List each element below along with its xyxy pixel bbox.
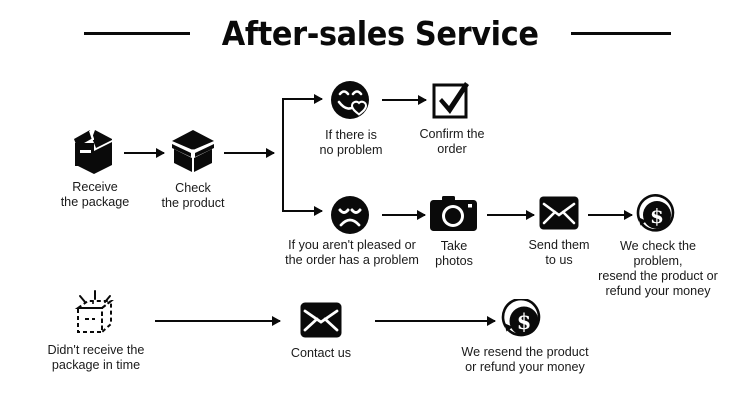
- caption-no-problem: If there is no problem: [319, 128, 383, 157]
- checkbox-check-icon: [431, 81, 473, 123]
- svg-text:$: $: [650, 204, 664, 228]
- caption-not-pleased: If you aren't pleased or the order has a…: [285, 238, 419, 267]
- refund-dollar-icon: $: [635, 194, 681, 236]
- node-not-pleased: If you aren't pleased or the order has a…: [285, 194, 419, 267]
- caption-send-to-us: Send them to us: [528, 238, 590, 267]
- arrow-check-to-split: [224, 152, 274, 154]
- page-header: After-sales Service: [0, 8, 755, 58]
- arrow-not-pleased-to-photos: [382, 214, 425, 216]
- title-rule-left: [84, 31, 191, 35]
- camera-icon: [429, 195, 479, 235]
- sad-face-icon: [329, 194, 373, 238]
- svg-text:$: $: [517, 309, 532, 334]
- arrow-split-to-problem: [282, 210, 322, 212]
- envelope-icon: [539, 196, 579, 230]
- dashed-box-icon: [71, 290, 121, 342]
- caption-take-photos: Take photos: [435, 239, 473, 268]
- node-confirm-order: Confirm the order: [419, 81, 485, 156]
- arrow-contact-to-resend: [375, 320, 495, 322]
- arrow-photos-to-send: [487, 214, 534, 216]
- refund-dollar-icon: $: [501, 299, 549, 343]
- caption-receive-package: Receive the package: [60, 180, 130, 209]
- closed-box-icon: [70, 126, 118, 176]
- node-resend-or-refund: $ We resend the product or refund your m…: [461, 299, 589, 374]
- node-contact-us: Contact us: [291, 302, 351, 360]
- arrow-split-to-no-problem: [282, 98, 322, 100]
- node-check-problem: $ We check the problem, resend the produ…: [598, 194, 718, 298]
- node-take-photos: Take photos: [429, 195, 479, 268]
- caption-not-received: Didn't receive the package in time: [47, 343, 145, 372]
- arrow-receive-to-check: [124, 152, 164, 154]
- caption-confirm-order: Confirm the order: [419, 127, 485, 156]
- caption-check-product: Check the product: [161, 181, 225, 210]
- node-not-received: Didn't receive the package in time: [48, 290, 144, 372]
- open-box-icon: [169, 128, 217, 174]
- caption-resend-or-refund: We resend the product or refund your mon…: [461, 345, 589, 374]
- title-rule-right: [570, 31, 671, 35]
- arrow-no-problem-to-confirm: [382, 99, 426, 101]
- caption-check-problem: We check the problem, resend the product…: [598, 239, 718, 298]
- node-receive-package: Receive the package: [61, 126, 129, 209]
- arrow-not-received-to-contact: [155, 320, 280, 322]
- happy-face-heart-icon: [329, 79, 373, 123]
- arrow-send-to-check-problem: [588, 214, 632, 216]
- branch-split-vertical: [282, 99, 284, 212]
- envelope-icon: [300, 302, 342, 338]
- node-no-problem: If there is no problem: [319, 79, 383, 157]
- node-check-product: Check the product: [161, 128, 225, 210]
- caption-contact-us: Contact us: [290, 346, 352, 360]
- page-title: After-sales Service: [222, 13, 539, 53]
- node-send-to-us: Send them to us: [529, 196, 589, 267]
